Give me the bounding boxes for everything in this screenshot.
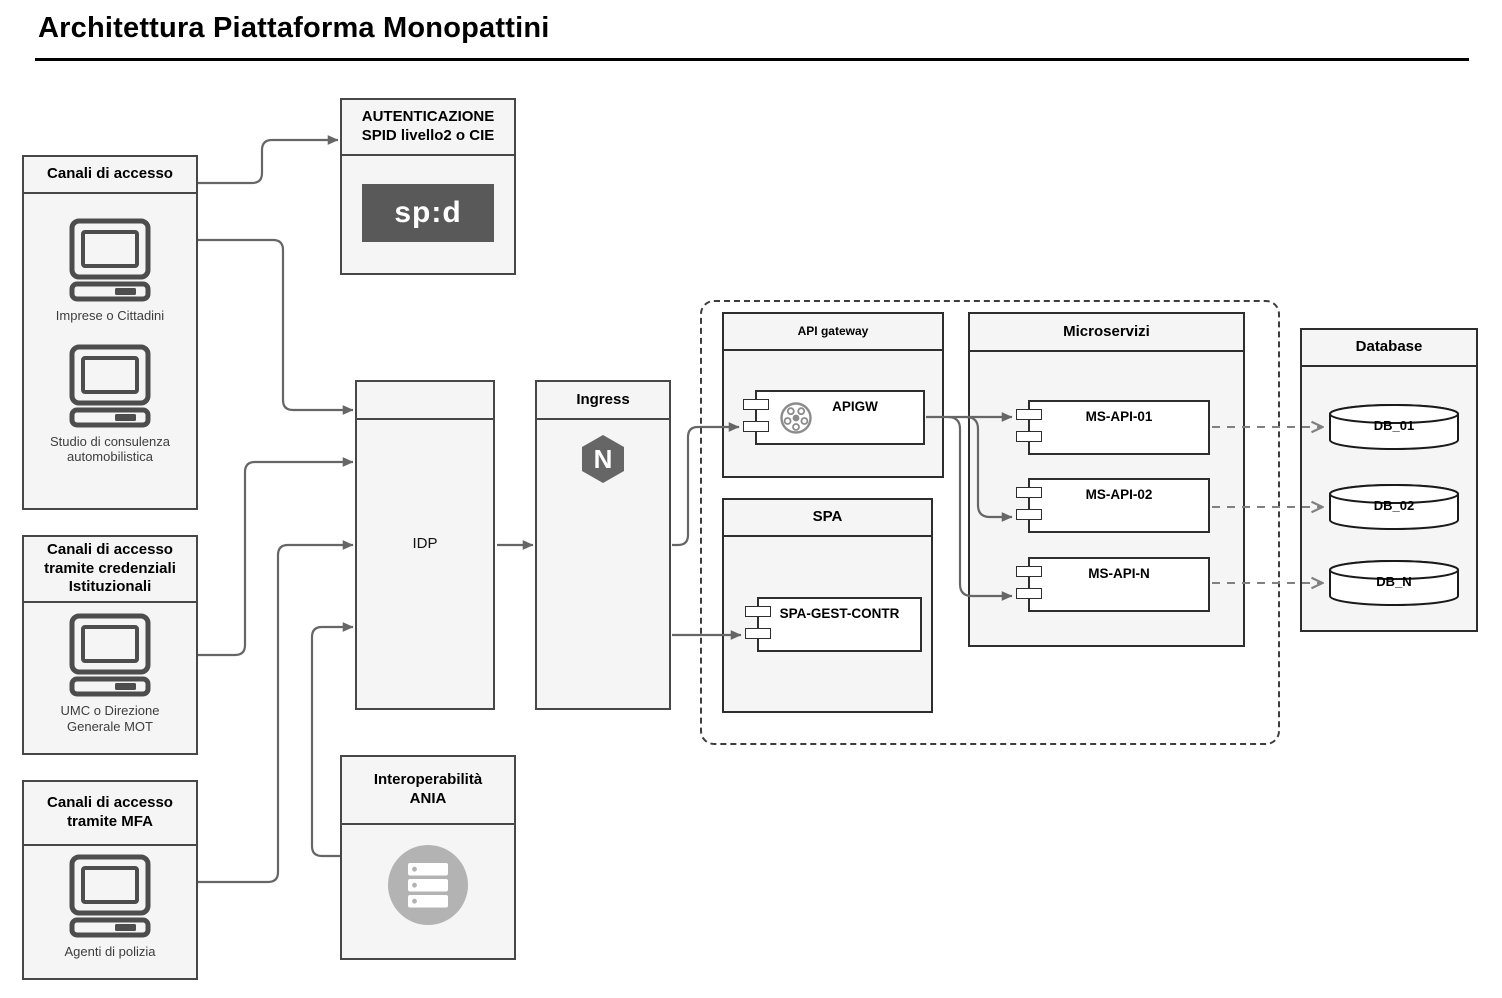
component-ms-api-01-label: MS-API-01 (1085, 409, 1153, 424)
component-apigw-label: APIGW (832, 399, 878, 414)
connector-mfa-to-idp (198, 540, 354, 884)
box-ingress-body: N (537, 420, 669, 484)
connector-credenziali-to-idp (198, 457, 354, 657)
box-canali-mfa-body: Agenti di polizia (24, 846, 196, 960)
component-ms-api-02-label: MS-API-02 (1085, 487, 1153, 502)
connector-canali-to-spid (198, 135, 339, 185)
box-canali-credenziali-header: Canali di accesso tramite credenziali Is… (24, 537, 196, 603)
component-port (1016, 509, 1042, 520)
box-canali-di-accesso-header: Canali di accesso (24, 157, 196, 194)
box-canali-mfa: Canali di accesso tramite MFA Agenti di … (22, 780, 198, 980)
component-ms-api-02: MS-API-02 (1016, 478, 1210, 533)
computer-icon (69, 218, 151, 302)
database-cylinder-icon (1329, 404, 1459, 450)
db-cylinder-n: DB_N (1328, 559, 1460, 607)
component-port (1016, 487, 1042, 498)
box-autenticazione-spid-header: AUTENTICAZIONE SPID livello2 o CIE (342, 100, 514, 156)
nginx-icon: N (582, 435, 624, 483)
gateway-icon (780, 402, 812, 434)
component-apigw: APIGW (743, 390, 925, 445)
box-interoperabilita-ania-header: Interoperabilità ANIA (342, 757, 514, 825)
db-cylinder-01: DB_01 (1328, 403, 1460, 451)
spid-logo-text: sp:d (394, 196, 462, 229)
box-microservizi-header: Microservizi (970, 314, 1243, 352)
box-ingress: Ingress N (535, 380, 671, 710)
component-port (1016, 566, 1042, 577)
db-n-label: DB_N (1376, 574, 1412, 589)
component-spa-gest-contr: SPA-GEST-CONTR (745, 597, 922, 652)
box-canali-credenziali: Canali di accesso tramite credenziali Is… (22, 535, 198, 755)
db-01-label: DB_01 (1373, 418, 1415, 433)
box-api-gateway-header: API gateway (724, 314, 942, 351)
idp-label: IDP (412, 534, 438, 552)
component-port (1016, 431, 1042, 442)
component-ms-api-n-label: MS-API-N (1088, 566, 1150, 581)
computer-icon (69, 613, 151, 697)
component-port (1016, 588, 1042, 599)
box-ingress-header: Ingress (537, 382, 669, 420)
db-02-label: DB_02 (1373, 498, 1415, 513)
component-port (743, 421, 769, 432)
nginx-letter: N (594, 444, 613, 474)
box-canali-credenziali-body: UMC o Direzione Generale MOT (24, 603, 196, 734)
computer-icon (69, 344, 151, 428)
caption-umc-mot: UMC o Direzione Generale MOT (60, 703, 160, 734)
connector-canali-to-idp (198, 238, 354, 415)
page-title: Architettura Piattaforma Monopattini (38, 12, 550, 44)
caption-studio-consulenza: Studio di consulenza automobilistica (50, 433, 170, 465)
component-port (743, 399, 769, 410)
component-port (745, 628, 771, 639)
caption-agenti-polizia: Agenti di polizia (64, 944, 156, 959)
box-idp-body: IDP (357, 420, 493, 708)
box-interoperabilita-ania-body (342, 825, 514, 927)
box-canali-di-accesso: Canali di accesso Imprese o Cittadini St… (22, 155, 198, 510)
component-port (1016, 409, 1042, 420)
component-spa-gest-contr-label: SPA-GEST-CONTR (779, 606, 900, 621)
title-underline (35, 58, 1469, 61)
component-ms-api-01: MS-API-01 (1016, 400, 1210, 455)
db-cylinder-02: DB_02 (1328, 483, 1460, 531)
caption-imprese-o-cittadini: Imprese o Cittadini (55, 308, 165, 323)
component-port (745, 606, 771, 617)
box-canali-mfa-header: Canali di accesso tramite MFA (24, 782, 196, 846)
box-canali-di-accesso-body: Imprese o Cittadini Studio di consulenza… (24, 194, 196, 465)
box-idp: IDP (355, 380, 495, 710)
database-cylinder-icon (1329, 484, 1459, 530)
box-database-header: Database (1302, 330, 1476, 367)
box-interoperabilita-ania: Interoperabilità ANIA (340, 755, 516, 960)
server-stack-icon (388, 845, 468, 925)
box-autenticazione-spid: AUTENTICAZIONE SPID livello2 o CIE sp:d (340, 98, 516, 275)
box-spa-header: SPA (724, 500, 931, 537)
component-ms-api-n: MS-API-N (1016, 557, 1210, 612)
database-cylinder-icon (1329, 560, 1459, 606)
box-autenticazione-spid-body: sp:d (342, 156, 514, 242)
computer-icon (69, 854, 151, 938)
spid-logo: sp:d (362, 184, 494, 242)
box-idp-header (357, 382, 493, 420)
